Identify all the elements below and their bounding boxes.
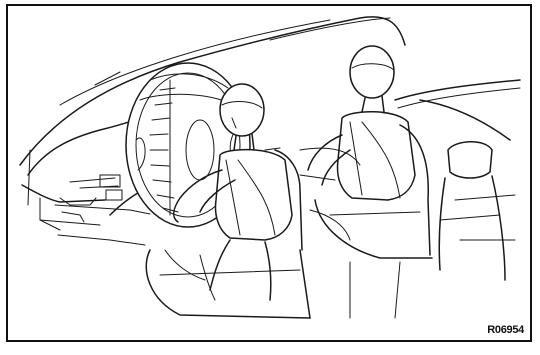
figure-frame [6, 4, 532, 342]
figure-code: R06954 [487, 324, 524, 336]
